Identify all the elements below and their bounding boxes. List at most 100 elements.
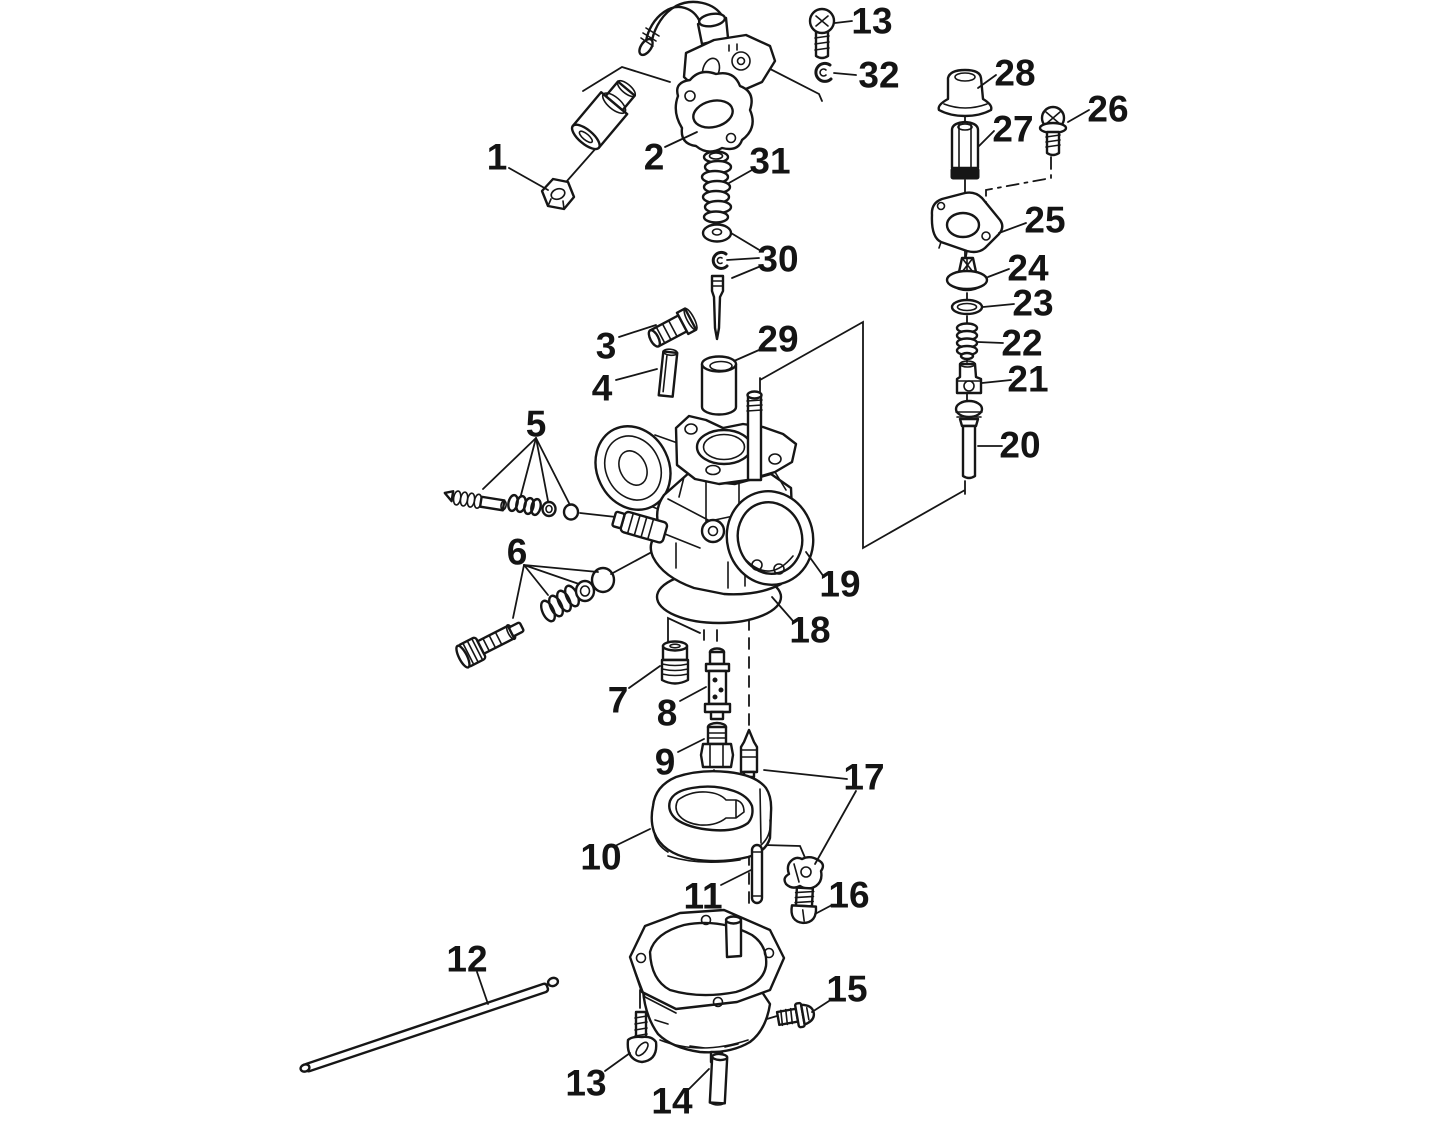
e-clip-32: [814, 61, 833, 83]
throttle-slide-29: [700, 355, 738, 416]
leader-line-22: [977, 341, 1004, 344]
part-label-29: 29: [757, 319, 798, 360]
leader-line-32: [833, 72, 857, 76]
leader-line-16: [814, 904, 833, 915]
leader-line-11: [720, 869, 752, 886]
leader-line-30: [730, 232, 762, 252]
leader-line-13: [834, 20, 853, 24]
cap-28: [937, 68, 993, 118]
part-label-3: 3: [596, 326, 617, 367]
o-ring-23: [950, 298, 984, 316]
spring-22: [955, 322, 979, 361]
leader-line-17: [763, 769, 848, 780]
part-label-30: 30: [757, 239, 798, 280]
leader-bend-topleft: [582, 66, 671, 92]
valve-clip-17: [783, 856, 825, 890]
bracket-25: [930, 191, 1004, 258]
part-label-13: 13: [851, 1, 892, 42]
leader-line-9: [677, 738, 705, 753]
part-label-15: 15: [826, 969, 867, 1010]
leader-line-1: [508, 167, 549, 191]
leader-line-28: [977, 74, 997, 89]
leader-line-8: [679, 686, 707, 702]
leader-line-19: [805, 551, 825, 578]
leader-line-7: [628, 665, 661, 689]
jet-7-pointer: [667, 616, 701, 646]
screw-set-5: [443, 490, 580, 521]
part-label-9: 9: [655, 742, 676, 783]
part-label-28: 28: [994, 53, 1035, 94]
part-label-24: 24: [1007, 248, 1049, 289]
venturi-bore-19: [725, 490, 815, 586]
leader-line-5: [482, 437, 537, 490]
leader-line-15: [811, 1000, 830, 1013]
leader-line-31: [728, 169, 753, 184]
leader-line-29: [733, 349, 760, 362]
part-label-23: 23: [1012, 283, 1053, 324]
leader-line-27: [978, 130, 995, 147]
bowl-standpipe: [724, 915, 743, 959]
jet-7: [660, 640, 690, 685]
mounting-stud: [746, 390, 763, 482]
screw-set-6: [455, 566, 616, 669]
float-10: [650, 769, 773, 864]
leader-line-30: [726, 257, 760, 261]
leader-line-25: [998, 222, 1027, 234]
diaphragm-24: [945, 256, 989, 292]
intake-horn: [594, 425, 704, 523]
throttle-stop-port: [700, 518, 726, 544]
o-ring-6: [590, 566, 616, 594]
leader-line-26: [1067, 109, 1090, 123]
spring-31: [700, 150, 733, 224]
bolt-26: [1038, 105, 1068, 157]
adjuster-27: [950, 120, 980, 180]
part-label-4: 4: [592, 368, 613, 409]
washer-6: [574, 579, 596, 603]
part-label-8: 8: [657, 693, 678, 734]
leader-line-6: [512, 564, 525, 619]
e-clip-30: [711, 250, 729, 270]
nozzle-9: [699, 721, 735, 769]
throttle-rod-12: [299, 976, 560, 1073]
part-1-cap-cylinder: [570, 79, 637, 151]
leader-line-2: [664, 131, 698, 148]
bolt-26-axis-line: [985, 156, 1052, 204]
part-label-18: 18: [789, 610, 830, 651]
part-label-1: 1: [487, 137, 508, 178]
part1-axis: [566, 146, 598, 182]
gasket-2: [674, 70, 754, 153]
leader-line-10: [616, 828, 651, 846]
bowl-flange: [628, 908, 786, 1011]
screw-13-bottom: [626, 1010, 658, 1064]
part-label-2: 2: [644, 137, 665, 178]
leader-line-14: [688, 1068, 710, 1090]
phillips-icon: [815, 15, 829, 27]
float-bowl: [628, 908, 786, 1067]
part-label-17: 17: [843, 757, 884, 798]
leader-line-18: [771, 596, 794, 622]
bowl-inner-rim: [648, 921, 768, 997]
part-label-27: 27: [992, 109, 1033, 150]
valve-21: [955, 360, 983, 395]
jet-needle-30: [710, 274, 725, 341]
nut-1: [540, 177, 576, 211]
part-label-31: 31: [749, 141, 790, 182]
part-label-32: 32: [858, 55, 899, 96]
screw-16: [790, 886, 818, 925]
leader-lines: [476, 20, 1090, 1090]
washer-30: [701, 223, 733, 243]
leader-line-5: [535, 437, 571, 506]
part-label-12: 12: [446, 939, 487, 980]
leader-line-12: [476, 971, 489, 1005]
fitting-3: [647, 307, 698, 348]
leader-line-6: [523, 564, 549, 596]
phillips-icon: [1045, 111, 1061, 125]
needle-valve-17: [739, 728, 759, 779]
part-label-7: 7: [608, 680, 629, 721]
spring-6: [539, 584, 581, 623]
washer-5: [541, 500, 557, 518]
part-label-21: 21: [1007, 359, 1048, 400]
